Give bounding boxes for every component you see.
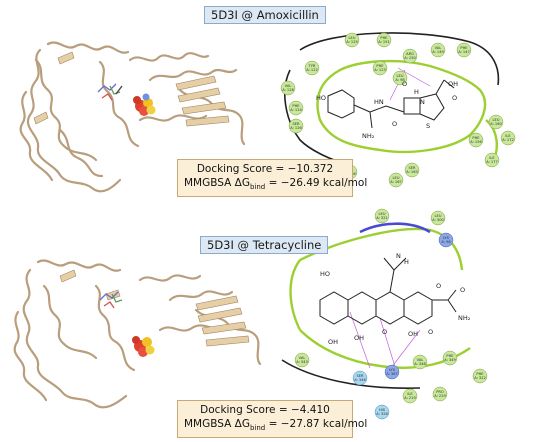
side-chains-1: [97, 83, 123, 101]
protein-ribbon-2: [13, 259, 262, 409]
ligand-spheres-2: [132, 336, 155, 357]
mmgbsa-prefix: MMGBSA ΔG: [184, 418, 250, 430]
ligand-spheres-1: [133, 93, 156, 116]
panel-2-title: 5D3I @ Tetracycline: [200, 236, 329, 254]
mmgbsa-prefix: MMGBSA ΔG: [184, 177, 250, 189]
mmgbsa-subscript: bind: [249, 424, 266, 433]
docking-score-1: Docking Score = −10.372: [196, 163, 334, 175]
mmgbsa-value: = −27.87 kcal/mol: [265, 418, 368, 430]
beta-sheets-2: [59, 269, 250, 347]
panel-1-title: 5D3I @ Amoxicillin: [204, 6, 326, 24]
mmgbsa-value: = −26.49 kcal/mol: [265, 177, 368, 189]
mmgbsa-2: MMGBSA ΔGbind = −27.87 kcal/mol: [184, 417, 367, 435]
mmgbsa-1: MMGBSA ΔGbind = −26.49 kcal/mol: [184, 176, 367, 194]
score-box-2: Docking Score = −4.410 MMGBSA ΔGbind = −…: [177, 400, 367, 439]
beta-sheets-1: [33, 51, 230, 127]
interaction-diagram-1: [284, 32, 500, 166]
side-chains-2: [99, 291, 123, 309]
mmgbsa-subscript: bind: [249, 183, 266, 192]
interaction-diagram-2: [281, 222, 471, 390]
score-box-1: Docking Score = −10.372 MMGBSA ΔGbind = …: [177, 159, 367, 198]
docking-score-2: Docking Score = −4.410: [200, 404, 330, 416]
